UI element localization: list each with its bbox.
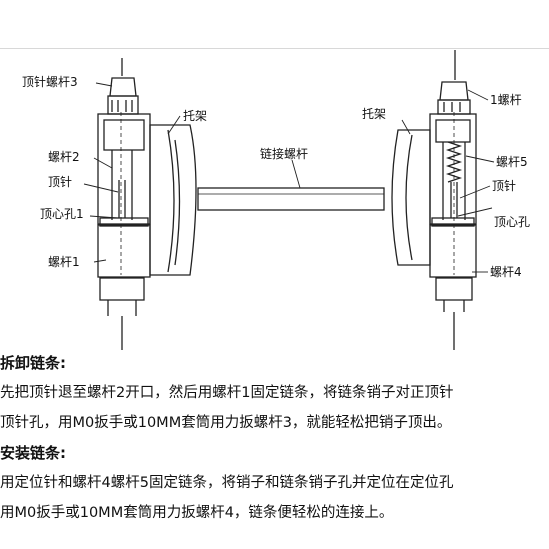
label-left-screw2: 螺杆2 [48, 150, 80, 164]
instructions: 拆卸链条: 先把顶针退至螺杆2开口，然后用螺杆1固定链条，将链条销子对正顶针 顶… [0, 348, 549, 528]
label-right-hole: 顶心孔 [494, 215, 530, 229]
chain-tool-diagram: 顶针螺杆3 托架 螺杆2 顶针 顶心孔1 螺杆1 链接螺杆 托架 1螺杆 螺杆5… [22, 50, 530, 350]
label-left-bracket: 托架 [183, 109, 207, 123]
label-left-hole1: 顶心孔1 [40, 207, 84, 221]
leader-lines [83, 82, 495, 273]
label-left-pin: 顶针 [48, 174, 72, 189]
label-left-screw1: 螺杆1 [48, 255, 80, 269]
install-title: 安装链条: [0, 444, 66, 462]
label-left-screw3: 顶针螺杆3 [22, 74, 78, 89]
install-line1: 用定位针和螺杆4螺杆5固定链条，将销子和链条销子孔并定位在定位孔 [0, 475, 454, 491]
label-right-screw5: 螺杆5 [496, 155, 528, 169]
chain-screw-shaft [197, 187, 385, 211]
label-right-screw4: 螺杆4 [490, 265, 522, 279]
disassemble-line1: 先把顶针退至螺杆2开口，然后用螺杆1固定链条，将链条销子对正顶针 [0, 385, 454, 401]
label-right-bracket: 托架 [362, 107, 386, 121]
left-tool-assembly [97, 58, 197, 350]
disassemble-line2: 顶针孔，用M0扳手或10MM套筒用力扳螺杆3，就能轻松把销子顶出。 [0, 415, 452, 431]
label-chain-screw: 链接螺杆 [260, 146, 308, 161]
install-line2: 用M0扳手或10MM套筒用力扳螺杆4，链条便轻松的连接上。 [0, 505, 394, 521]
label-right-pin: 顶针 [492, 178, 516, 193]
label-right-screw1: 1螺杆 [490, 93, 522, 107]
top-divider [0, 48, 549, 49]
right-tool-assembly [391, 50, 477, 350]
disassemble-title: 拆卸链条: [0, 354, 66, 372]
